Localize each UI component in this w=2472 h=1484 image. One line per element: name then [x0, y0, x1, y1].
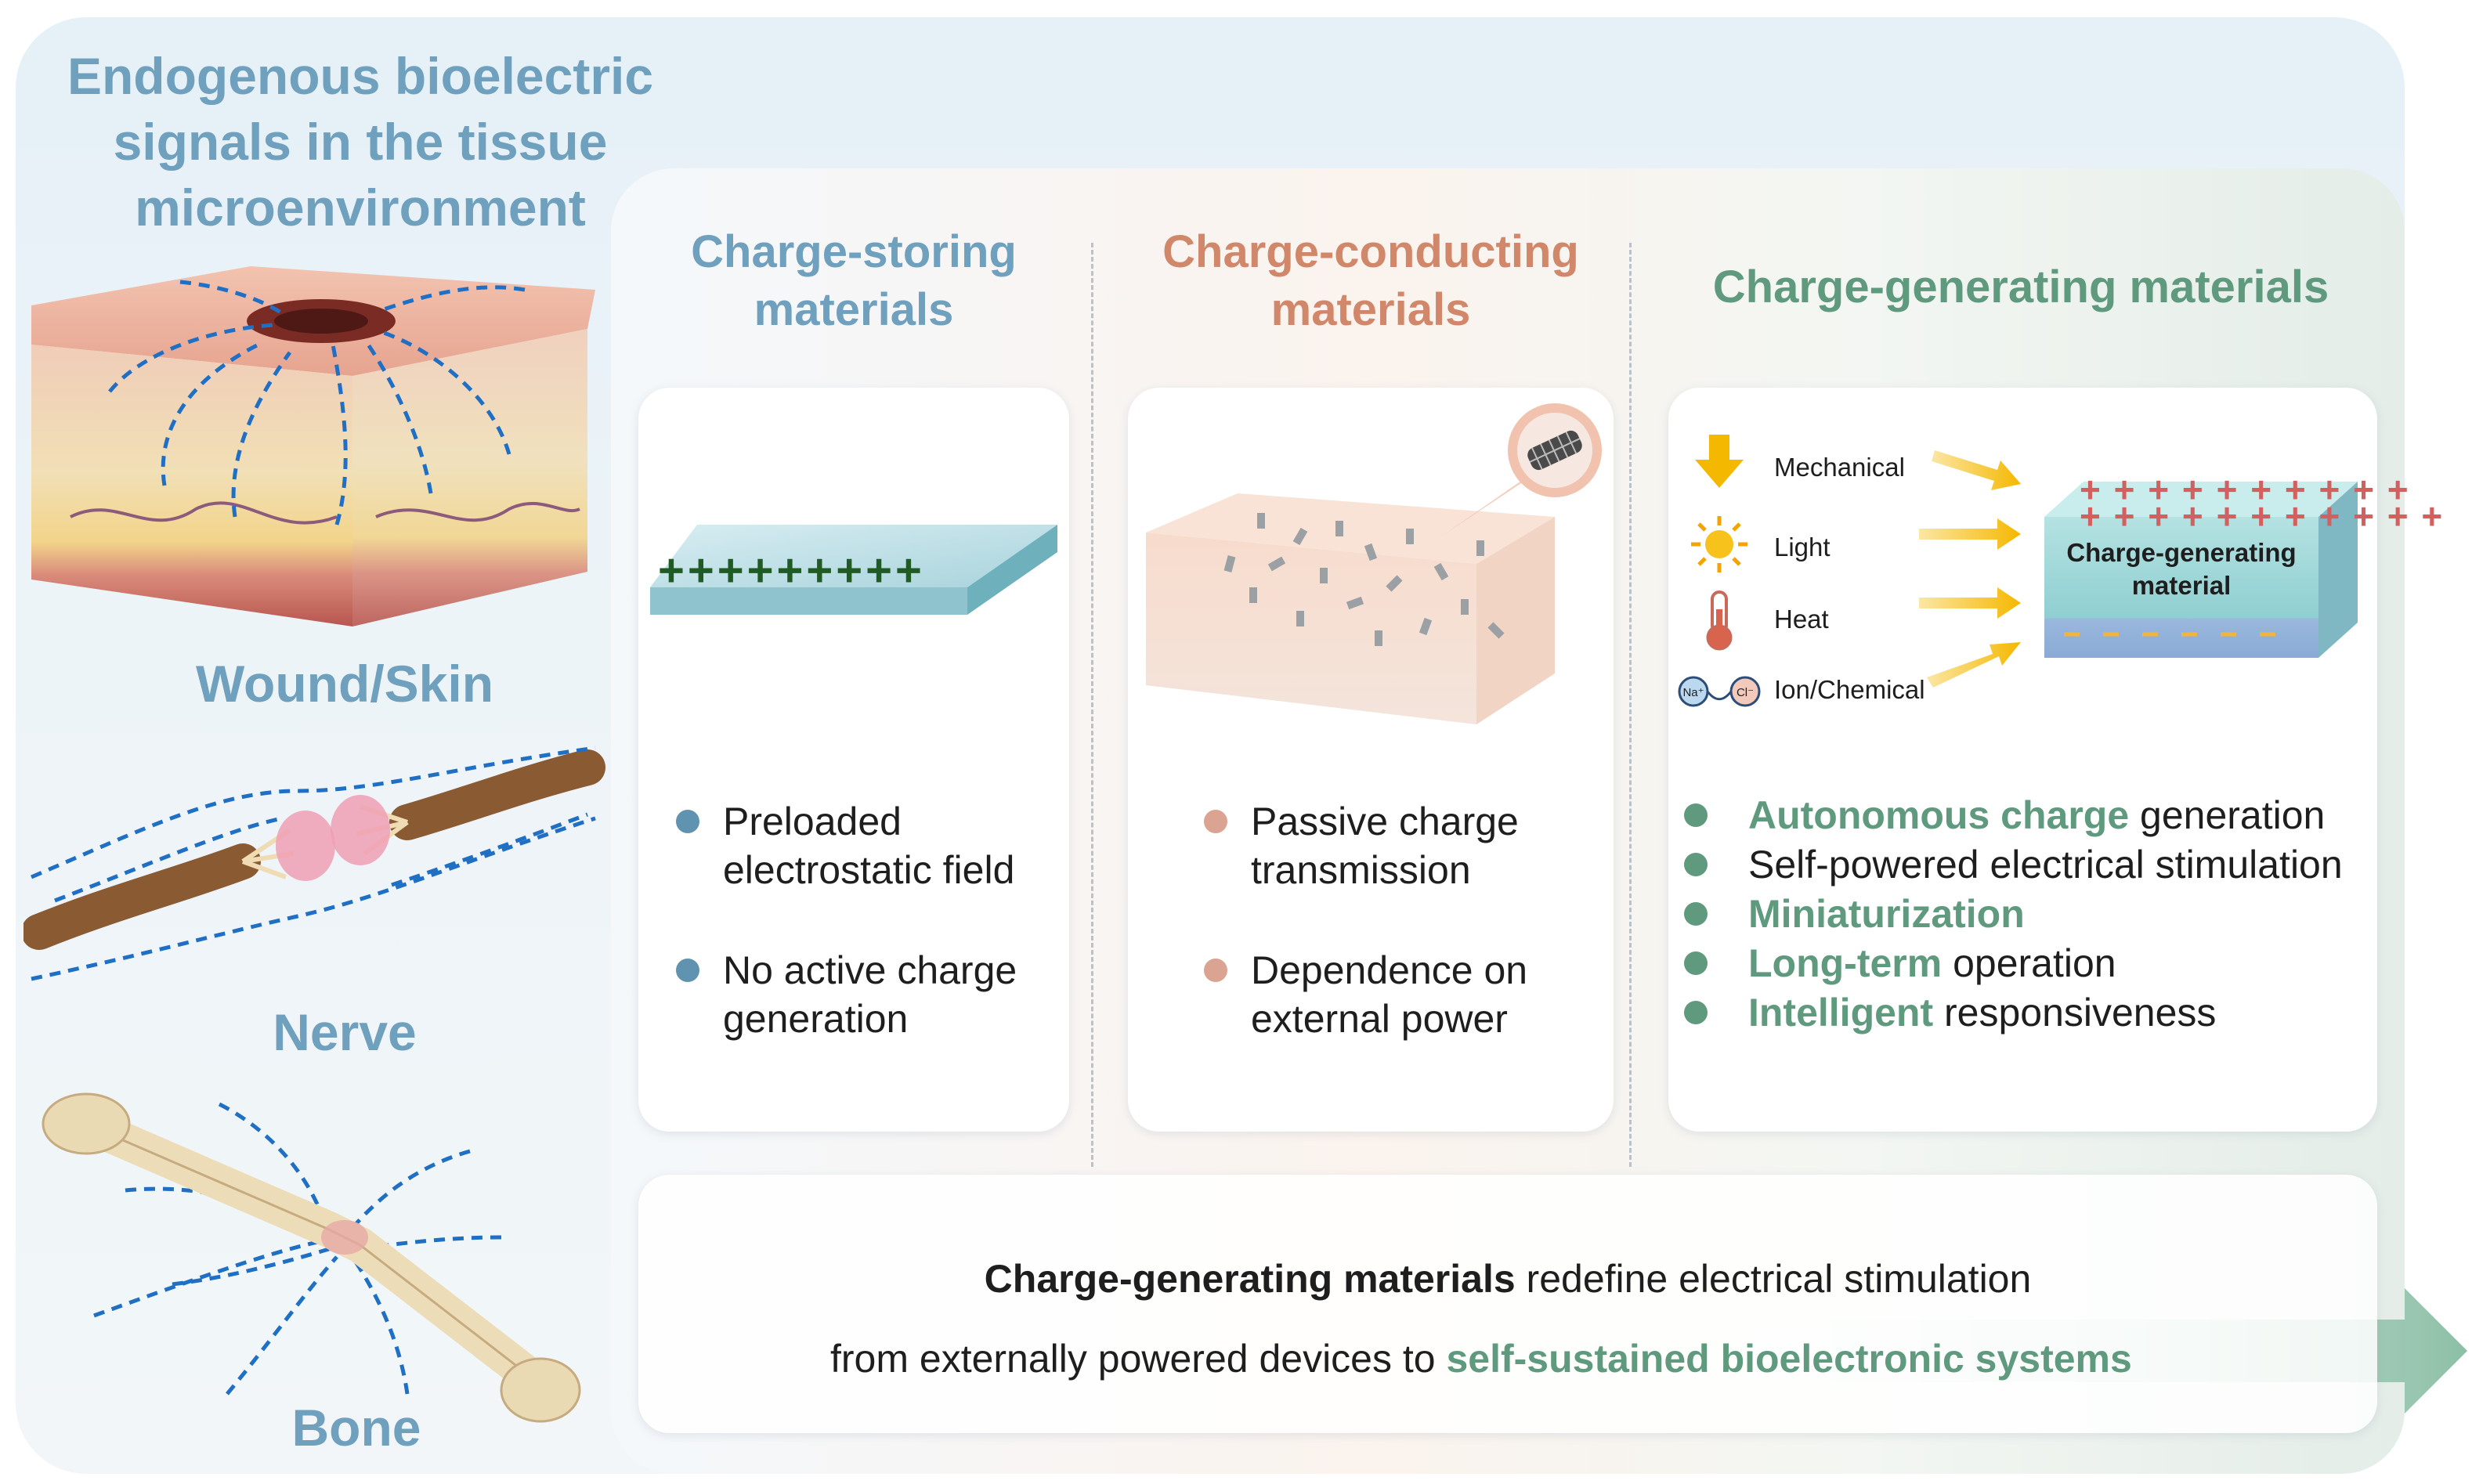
- bullet-dot: [1684, 1001, 1708, 1024]
- charge-generating-title: Charge-generating materials: [1712, 262, 2329, 312]
- generating-bullet-4: Long-term operation: [1684, 939, 2116, 988]
- bullet-dot: [1204, 959, 1227, 982]
- generating-bullet-5: Intelligent responsiveness: [1684, 988, 2216, 1037]
- generating-bullet-1: Autonomous charge generation: [1684, 791, 2325, 839]
- chloride-ion-label: Cl⁻: [1737, 686, 1754, 699]
- conductive-composite-illustration: [1146, 403, 1602, 724]
- generating-bullet-3-highlight: Miniaturization: [1748, 892, 2025, 936]
- conducting-bullet-1: Passive charge transmission: [1204, 797, 1588, 894]
- summary-line-2: from externally powered devices to self-…: [830, 1336, 2240, 1381]
- conducting-bullet-text-1: Passive charge transmission: [1251, 800, 1519, 892]
- energy-input-arrows: [1919, 450, 2021, 688]
- bullet-dot: [1684, 803, 1708, 827]
- generating-bullet-2: Self-powered electrical stimulation: [1684, 840, 2343, 889]
- generating-bullet-4-text: operation: [1942, 941, 2116, 985]
- conducting-bullet-2: Dependence on external power: [1204, 946, 1588, 1043]
- storing-bullet-text-1: Preloaded electrostatic field: [723, 800, 1015, 892]
- summary-plain: from externally powered devices to: [830, 1337, 1447, 1381]
- summary-line-1: Charge-generating materials redefine ele…: [638, 1256, 2377, 1302]
- skin-illustration: [31, 266, 595, 626]
- summary-highlight: self-sustained bioelectronic systems: [1446, 1337, 2132, 1381]
- material-label: Charge-generating material: [2066, 538, 2297, 600]
- bullet-dot: [676, 810, 699, 833]
- charge-conducting-title: Charge-conducting materials: [1162, 226, 1579, 335]
- divider-right: [1629, 243, 1632, 1167]
- positive-surface-charges: + + + + + + + + + + + + + + + + + + + + …: [2080, 469, 2445, 536]
- tissue-label-wound-skin: Wound/Skin: [195, 655, 494, 713]
- storing-bullet-2: No active charge generation: [676, 946, 1060, 1043]
- summary-bold: Charge-generating materials: [984, 1257, 1516, 1301]
- source-label-mechanical: Mechanical: [1774, 453, 1905, 482]
- bone-illustration: [42, 1092, 581, 1423]
- nerve-illustration: [23, 746, 605, 981]
- charge-storing-title: Charge-storing materials: [691, 226, 1017, 335]
- generating-bullet-1-highlight: Autonomous charge: [1748, 793, 2130, 837]
- generating-bullet-3: Miniaturization: [1684, 890, 2025, 938]
- summary-card: [638, 1175, 2377, 1433]
- bullet-dot: [1684, 853, 1708, 876]
- thermometer-icon: [1706, 590, 1733, 651]
- summary-rest: redefine electrical stimulation: [1515, 1257, 2032, 1301]
- conducting-bullet-text-2: Dependence on external power: [1251, 948, 1528, 1041]
- tissue-label-bone: Bone: [291, 1399, 421, 1457]
- bullet-dot: [1204, 810, 1227, 833]
- generating-bullet-5-highlight: Intelligent: [1748, 991, 1934, 1034]
- bullet-dot: [1684, 951, 1708, 975]
- positive-charges: +++++++++: [658, 545, 925, 596]
- tissue-label-nerve: Nerve: [273, 1003, 417, 1061]
- charge-storing-card: [638, 388, 1069, 1132]
- storing-bullet-1: Preloaded electrostatic field: [676, 797, 1060, 894]
- divider-left: [1091, 243, 1093, 1167]
- sodium-ion-label: Na⁺: [1682, 686, 1704, 699]
- bullet-dot: [676, 959, 699, 982]
- generating-bullet-5-text: responsiveness: [1933, 991, 2217, 1034]
- ion-icon: Na⁺ Cl⁻: [1678, 676, 1761, 707]
- generating-bullet-2-text: Self-powered electrical stimulation: [1748, 843, 2343, 886]
- bullet-dot: [1684, 902, 1708, 926]
- source-label-heat: Heat: [1774, 605, 1829, 634]
- storing-bullet-text-2: No active charge generation: [723, 948, 1017, 1041]
- source-label-ion-chemical: Ion/Chemical: [1774, 675, 1925, 704]
- generating-bullet-1-text: generation: [2129, 793, 2326, 837]
- generating-bullet-4-highlight: Long-term: [1748, 941, 1943, 985]
- sun-icon: [1691, 516, 1747, 572]
- charge-generating-material-block: [2044, 482, 2358, 658]
- electret-slab-illustration: [650, 525, 1057, 615]
- source-label-light: Light: [1774, 533, 1831, 561]
- left-title: Endogenous bioelectric signals in the ti…: [67, 47, 654, 237]
- down-arrow-icon: [1695, 435, 1744, 488]
